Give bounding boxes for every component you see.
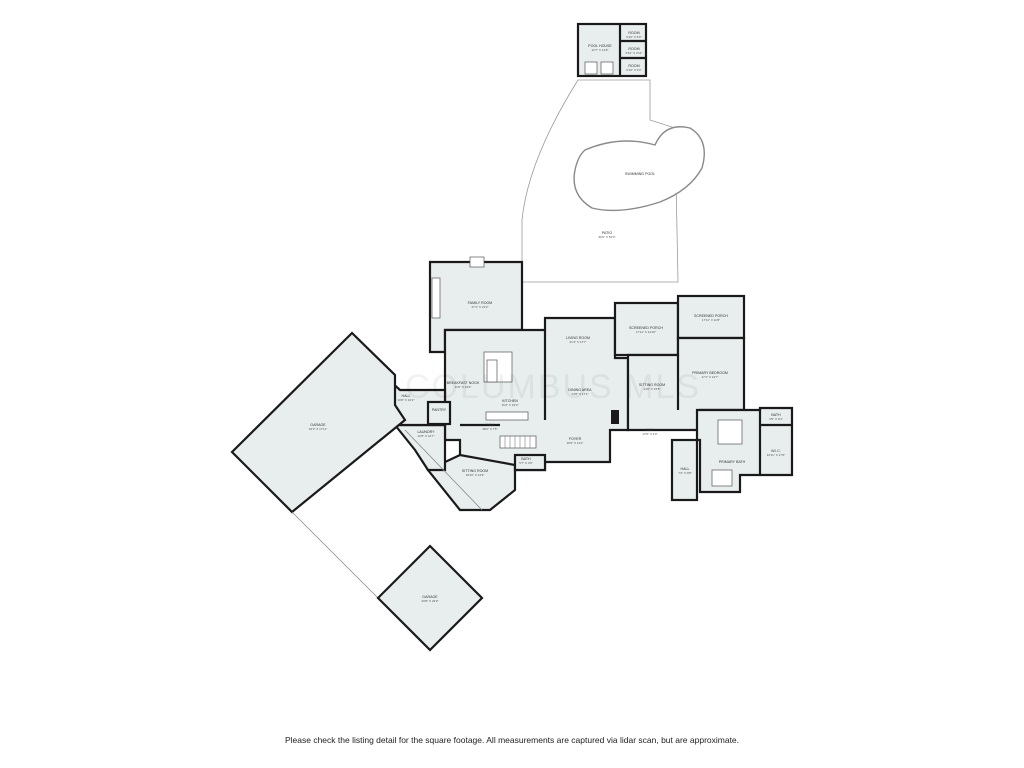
stairs bbox=[499, 435, 537, 449]
room-label-wic: W.I.C. bbox=[771, 449, 781, 453]
room-dims-garage-1: 46'3" X 17'11" bbox=[309, 427, 327, 431]
room-label-screened-porch-1: SCREENED PORCH bbox=[629, 326, 663, 330]
room-dims-primary-bedroom: 17'1" X 21'7" bbox=[702, 375, 719, 379]
room-dims-family-room: 27'1" X 21'3" bbox=[472, 305, 489, 309]
room-dims-room-2: 6'10" X 3'11" bbox=[626, 51, 643, 55]
room-label-living-room: LIVING ROOM bbox=[566, 336, 590, 340]
room-label-pool-house: POOL HOUSE bbox=[588, 44, 612, 48]
pantry-shape bbox=[426, 400, 452, 426]
room-label-hall-4: HALL bbox=[681, 467, 690, 471]
room-dims-kitchen: 15'4" X 19'3" bbox=[502, 403, 519, 407]
room-label-bath-2: BATH bbox=[771, 413, 781, 417]
room-label-room-2: ROOM bbox=[628, 47, 639, 51]
room-dims-hall-2: 28'2" X 7'5" bbox=[482, 427, 497, 431]
room-dims-dining-area: 24'8" X 17'1" bbox=[572, 392, 589, 396]
room-dims-pool-house: 13'7" X 14'8" bbox=[592, 48, 609, 52]
swimming-pool-shape bbox=[573, 126, 705, 212]
room-label-primary-bath: PRIMARY BATH bbox=[719, 460, 746, 464]
room-label-garage-2: GARAGE bbox=[422, 595, 438, 599]
room-dims-screened-porch-2: 17'11" X 11'8" bbox=[702, 318, 720, 322]
room-label-room-3: ROOM bbox=[628, 64, 639, 68]
room-label-family-room: FAMILY ROOM bbox=[468, 301, 493, 305]
room-dims-hall-1: 10'0" X 16'2" bbox=[398, 398, 415, 402]
room-label-sitting-room-1: SITTING ROOM bbox=[639, 383, 665, 387]
room-dims-breakfast-nook: 11'6" X 19'6" bbox=[455, 385, 472, 389]
room-dims-sitting-room-1: 14'0" X 15'5" bbox=[644, 387, 661, 391]
room-dims-room-1: 6'10" X 3'9" bbox=[626, 35, 641, 39]
room-dims-garage-2: 29'8" X 23'9" bbox=[422, 599, 439, 603]
room-dims-wic: 10'11" X 17'6" bbox=[767, 453, 785, 457]
room-label-patio: PATIO bbox=[602, 231, 612, 235]
room-label-swimming-pool: SWIMMING POOL bbox=[625, 172, 655, 176]
sitting-room-2-shape bbox=[426, 453, 517, 512]
room-dims-hall-4: 7'4" X 9'8" bbox=[678, 471, 692, 475]
room-label-screened-porch-2: SCREENED PORCH bbox=[694, 314, 728, 318]
garage-2-shape bbox=[376, 544, 484, 652]
room-label-pantry: PANTRY bbox=[432, 408, 447, 412]
pool-house-block bbox=[576, 22, 648, 78]
screened-porch-1-shape bbox=[613, 301, 680, 357]
room-dims-room-3: 6'10" X 4'4" bbox=[626, 68, 641, 72]
room-label-garage-1: GARAGE bbox=[310, 423, 326, 427]
room-label-bath-1: BATH bbox=[521, 457, 531, 461]
room-dims-laundry: 12'8" X 12'7" bbox=[418, 434, 435, 438]
room-dims-patio: 66'0" X 51'0" bbox=[599, 235, 616, 239]
room-labels: POOL HOUSE 13'7" X 14'8" ROOM 6'10" X 3'… bbox=[309, 31, 785, 603]
room-label-breakfast-nook: BREAKFAST NOOK bbox=[447, 381, 480, 385]
room-dims-living-room: 21'4" X 17'7" bbox=[570, 340, 587, 344]
room-dims-bath-2: 6'5" X 6'4" bbox=[769, 417, 783, 421]
room-dims-foyer: 20'5" X 11'0" bbox=[567, 441, 584, 445]
watermark: COLUMBUS MLS bbox=[405, 368, 701, 406]
fireplace bbox=[611, 410, 619, 424]
room-label-laundry: LAUNDRY bbox=[417, 430, 435, 434]
room-label-hall-1: HALL bbox=[402, 394, 411, 398]
room-label-kitchen: KITCHEN bbox=[502, 399, 518, 403]
room-dims-sitting-room-2: 18'10" X 14'9" bbox=[466, 473, 485, 477]
room-label-dining-area: DINING AREA bbox=[568, 388, 592, 392]
room-label-primary-bedroom: PRIMARY BEDROOM bbox=[692, 371, 728, 375]
hall-4-shape bbox=[670, 438, 699, 502]
room-label-sitting-room-2: SITTING ROOM bbox=[462, 469, 488, 473]
room-label-room-1: ROOM bbox=[628, 31, 639, 35]
room-dims-screened-porch-1: 17'11" X 14'10" bbox=[636, 330, 656, 334]
room-dims-hall-3: 17'8" X 3'3" bbox=[642, 432, 657, 436]
bath-1-shape bbox=[513, 453, 547, 472]
room-label-hall-2: HALL bbox=[486, 423, 495, 427]
footer-note: Please check the listing detail for the … bbox=[284, 735, 740, 745]
room-dims-bath-1: 5'7" X 4'0" bbox=[519, 461, 533, 465]
room-label-foyer: FOYER bbox=[569, 437, 582, 441]
room-label-hall-3: HALL bbox=[646, 428, 655, 432]
